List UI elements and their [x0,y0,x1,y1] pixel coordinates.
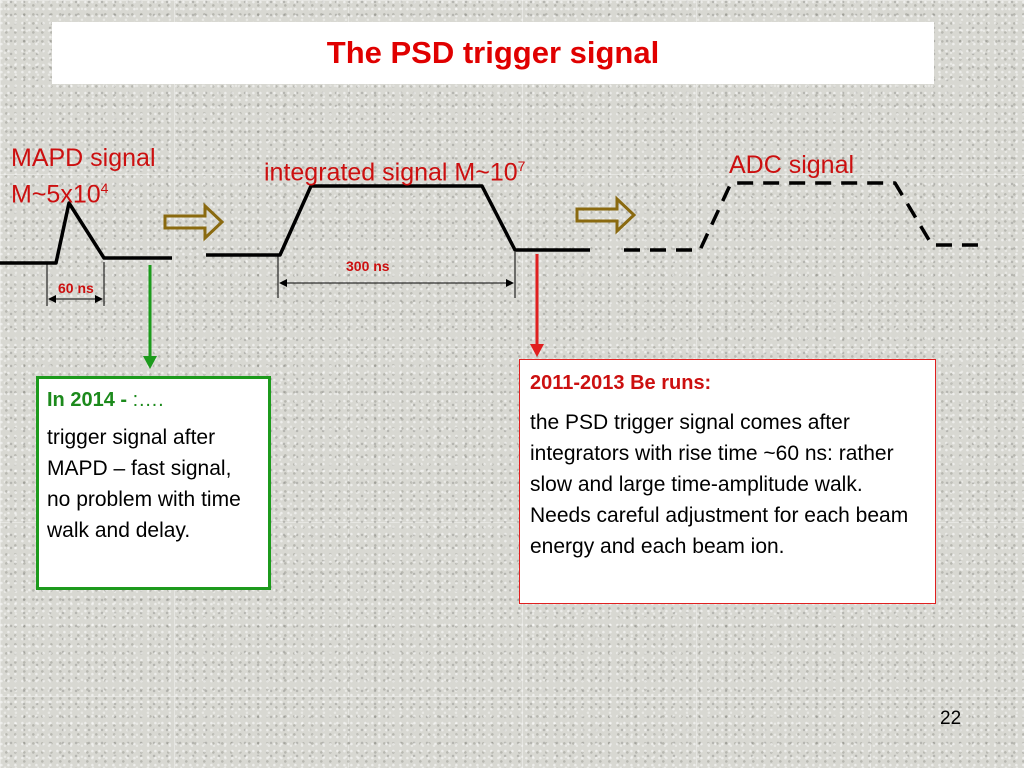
title-box: The PSD trigger signal [52,22,934,84]
page-number: 22 [940,708,962,729]
integrated-width-label: 300 ns [346,258,390,274]
red-note-box: 2011-2013 Be runs: the PSD trigger signa… [519,359,936,604]
red-note-heading: 2011-2013 Be runs: [530,372,712,394]
green-note-heading-rest: :…. [127,389,164,411]
green-note-heading-bold: In 2014 - [47,389,128,411]
hollow-arrow-2 [575,195,637,235]
green-note-box: In 2014 - :…. trigger signal after MAPD … [36,376,271,590]
red-note-body: the PSD trigger signal comes after integ… [530,411,909,558]
hollow-arrow-1 [163,202,225,242]
integrated-signal-label: integrated signal M~107 [264,151,525,187]
mapd-pulse [0,201,172,265]
mapd-width-label: 60 ns [58,280,94,296]
red-pointer-arrowhead [530,344,544,357]
mapd-signal-label: MAPD signal M~5x104 [11,143,156,209]
mapd-label-line1: MAPD signal [11,144,156,172]
adc-signal-label: ADC signal [729,151,855,179]
mapd-gain-base: M~5x10 [11,180,101,209]
green-note-heading: In 2014 - :…. [47,385,260,416]
adc-pulse [624,181,988,252]
mapd-label-line2: M~5x104 [11,173,156,209]
slide-title: The PSD trigger signal [326,35,660,70]
mapd-gain-exponent: 4 [100,180,109,196]
green-note-body: trigger signal after MAPD – fast signal,… [47,426,241,542]
green-pointer-arrowhead [143,356,157,369]
integrated-pulse [206,184,590,257]
integrated-gain-exponent: 7 [517,158,526,174]
integrated-gain-base: integrated signal M~10 [264,158,518,187]
